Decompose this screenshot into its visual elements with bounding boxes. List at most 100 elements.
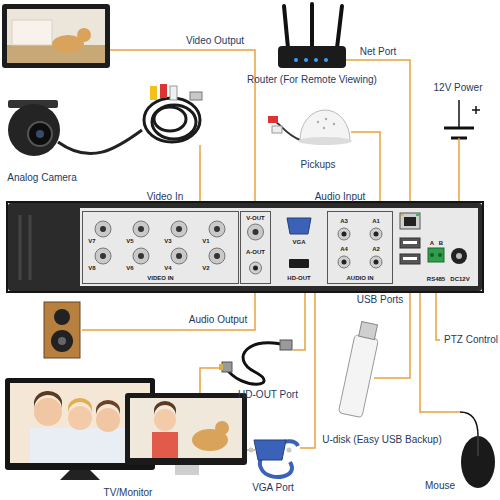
screen-face [68, 406, 92, 430]
usb-stick-body [338, 334, 378, 417]
ethernet-port [400, 213, 420, 229]
bnc-jack [171, 221, 187, 237]
rca-jack [250, 262, 262, 274]
screen-shirts [30, 428, 130, 463]
rca-jack [370, 256, 382, 268]
screen-shirt [152, 432, 178, 458]
pickup-hole [317, 121, 319, 123]
port-label: V1 [202, 238, 209, 245]
bnc-jack [248, 224, 264, 240]
callout-label: Net Port [360, 46, 397, 58]
pickup-dome [300, 110, 350, 140]
port-label: V7 [88, 238, 95, 245]
rca-pin [374, 260, 379, 265]
bnc-pin [100, 226, 106, 232]
hdmi-plug [280, 340, 292, 350]
rca-jack [338, 228, 350, 240]
rca-plug [268, 116, 278, 123]
router-body [278, 46, 346, 68]
bnc-pin [214, 253, 220, 259]
usb-tongue [403, 257, 417, 260]
leader-wire [200, 368, 224, 393]
ethernet-led [416, 214, 419, 216]
callout-label: USB Ports [357, 294, 404, 306]
port-label: V-OUT [246, 215, 264, 222]
rs485-terminal [428, 248, 444, 262]
bnc-jack [171, 248, 187, 264]
bnc-pin [138, 253, 144, 259]
port-label: V2 [202, 265, 209, 272]
callout-label: Video In [147, 191, 184, 203]
callout-label: Router (For Remote Viewing) [247, 74, 377, 86]
plus-sign [475, 106, 477, 114]
power-lead [458, 100, 460, 128]
camera-lens-glass [36, 130, 44, 138]
callout-label: PTZ Control [444, 334, 498, 346]
rca-pin [342, 232, 347, 237]
port-label: A1 [372, 218, 380, 225]
callout-label: Mouse [425, 480, 455, 492]
monitor-screen [130, 398, 242, 458]
dc-jack [451, 248, 467, 264]
usb-stick-plug [359, 322, 378, 340]
bnc-pin [214, 226, 220, 232]
screen-dog-head [215, 421, 229, 435]
speaker-woofer [51, 330, 73, 352]
bnc-inputs [95, 221, 225, 264]
ethernet-socket [404, 217, 416, 226]
bnc-plug [190, 92, 202, 100]
bnc-pin [176, 226, 182, 232]
hdmi-tip [219, 364, 223, 370]
rca-plug [272, 126, 282, 133]
screen-face [96, 408, 120, 432]
mouse-body [461, 436, 495, 488]
port-label: VGA [292, 239, 305, 246]
port-label: V8 [88, 265, 95, 272]
vga-screw [249, 448, 254, 453]
rca-pin [374, 232, 379, 237]
bnc-jack [133, 221, 149, 237]
screen-dog-head [77, 28, 91, 42]
leader-wire [300, 291, 315, 448]
rca-plug [150, 86, 157, 100]
port-label: V3 [164, 238, 171, 245]
speaker-box [44, 302, 80, 358]
dc-pin [456, 253, 462, 259]
screen-hair [68, 398, 92, 414]
port-label: V4 [164, 265, 171, 272]
audio-jacks [338, 228, 382, 268]
camera-dome [8, 104, 60, 156]
speaker-tweeter [54, 309, 70, 325]
port-group-box: V-OUT A-OUT [241, 212, 270, 283]
port-label: A [430, 240, 434, 247]
mouse-split [478, 437, 479, 456]
pickup-hole [333, 123, 335, 125]
leader-wire [110, 50, 255, 212]
callout-label: Analog Camera [7, 172, 76, 184]
screen-face [34, 398, 62, 426]
hdmi-plug [222, 362, 232, 372]
port-label: VIDEO IN [147, 275, 173, 282]
dvr-vent [19, 215, 22, 280]
pickup-hole [323, 127, 325, 129]
usb-stick [338, 321, 381, 418]
port-label: DC12V [450, 276, 469, 283]
port-label: V6 [126, 265, 133, 272]
port-label: A2 [372, 246, 380, 253]
bnc-jack [95, 248, 111, 264]
leader-wire [82, 291, 255, 330]
router-led [314, 58, 318, 62]
port-label: A-OUT [246, 249, 265, 256]
port-label: A3 [340, 218, 348, 225]
port-label: RS485 [427, 276, 445, 283]
port-group-box: A3A1A4A2AUDIO IN [328, 212, 392, 283]
leader-wire [293, 291, 305, 350]
vga-port [287, 218, 311, 234]
rca-jack [370, 228, 382, 240]
dvr-body [8, 203, 482, 291]
monitor-screen [7, 9, 105, 63]
callout-label: Audio Output [189, 314, 247, 326]
usb-tongue [403, 241, 417, 244]
terminal-screw [438, 253, 442, 257]
bnc-pin [253, 229, 259, 235]
